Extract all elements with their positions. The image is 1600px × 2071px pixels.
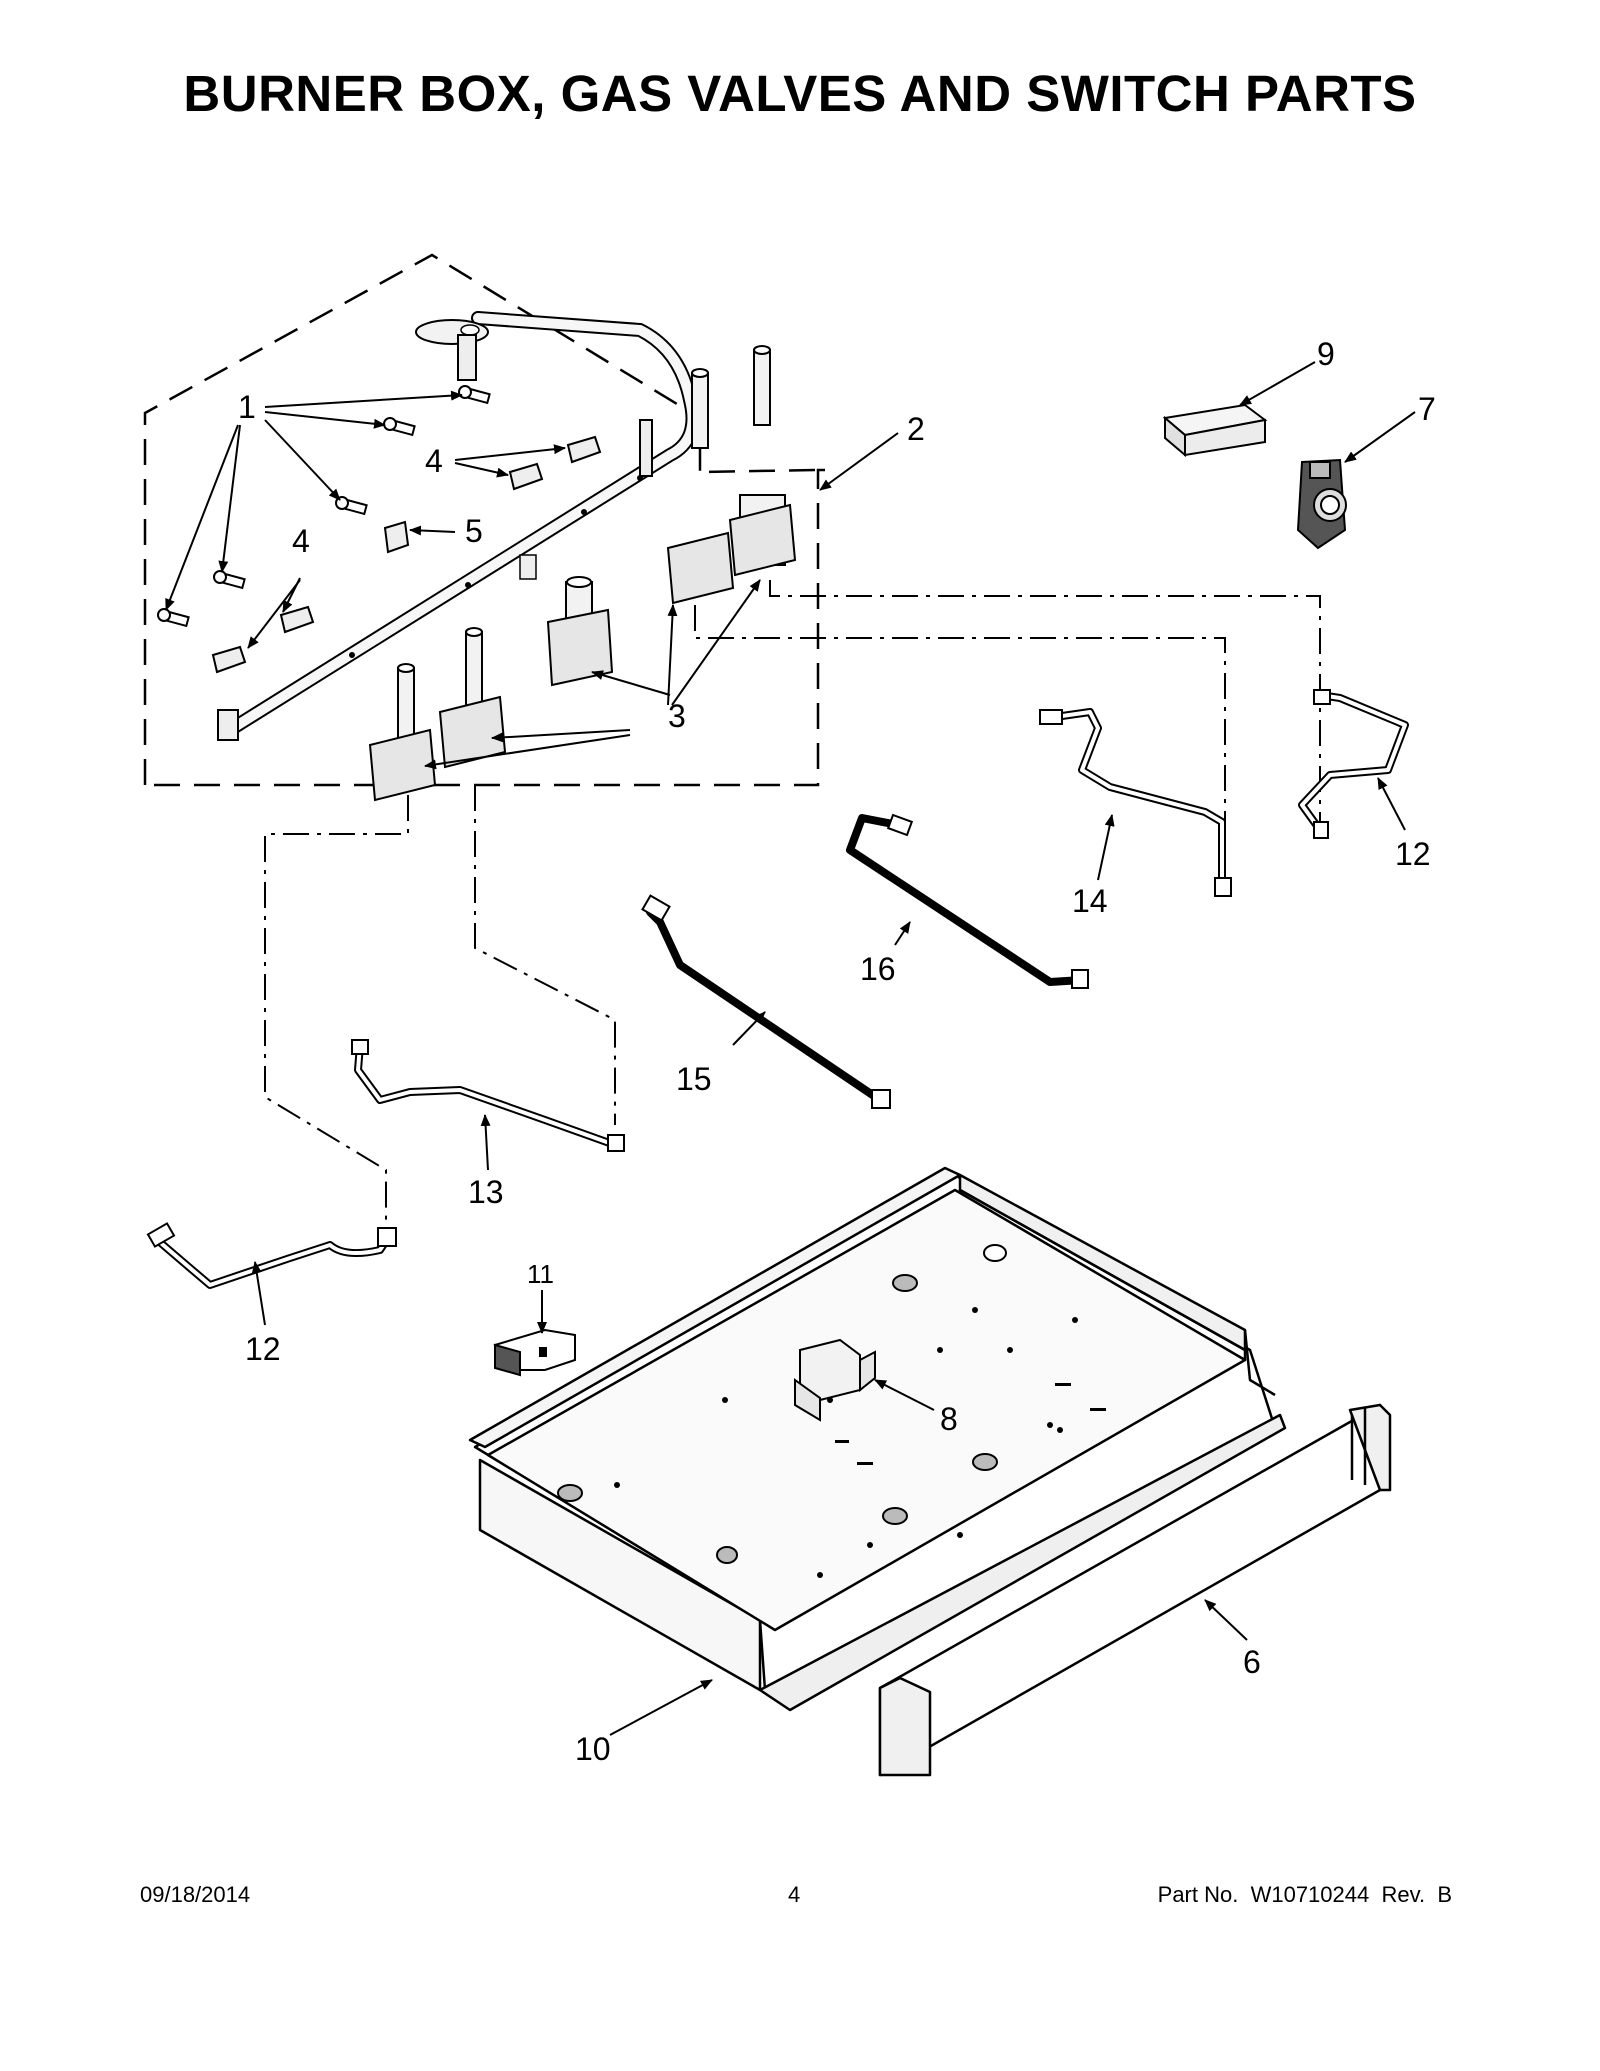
callout-5: 5 bbox=[465, 513, 483, 549]
callouts: 1 2 3 3 4 4 5 6 7 8 9 10 11 12 12 13 14 … bbox=[238, 336, 1436, 1767]
callout-7: 7 bbox=[1418, 391, 1436, 427]
switch bbox=[1296, 458, 1347, 550]
clip-icon bbox=[279, 605, 315, 634]
callout-11: 11 bbox=[527, 1259, 554, 1289]
tube-fittings bbox=[146, 689, 1331, 1248]
callout-12-left: 12 bbox=[245, 1331, 281, 1367]
burner-holes bbox=[557, 1244, 1007, 1564]
valve-icon bbox=[368, 663, 437, 802]
burner-box bbox=[468, 1166, 1287, 1712]
connection-lines bbox=[264, 580, 1321, 1235]
footer-part-number: Part No. W10710244 Rev. B bbox=[1158, 1882, 1452, 1908]
callout-1: 1 bbox=[238, 389, 256, 425]
callout-14: 14 bbox=[1072, 883, 1108, 919]
footer-page-number: 4 bbox=[788, 1882, 801, 1907]
manifold-tube bbox=[217, 311, 700, 741]
tube-14 bbox=[1044, 708, 1226, 892]
screw-icon bbox=[335, 496, 368, 516]
callout-12-right: 12 bbox=[1395, 836, 1431, 872]
valve-icon bbox=[728, 345, 797, 577]
gas-valves bbox=[368, 345, 797, 802]
callout-4-lower: 4 bbox=[292, 523, 310, 559]
rev-value: B bbox=[1437, 1882, 1452, 1907]
footer-date: 09/18/2014 bbox=[140, 1882, 251, 1907]
leader-lines bbox=[165, 361, 1416, 1736]
valve-icon bbox=[546, 576, 614, 687]
tube-16 bbox=[846, 814, 1086, 986]
bracket-8 bbox=[794, 1338, 876, 1422]
part-number: W10710244 bbox=[1250, 1882, 1370, 1907]
callout-10: 10 bbox=[575, 1731, 611, 1767]
clip-icon bbox=[211, 645, 247, 674]
callout-16: 16 bbox=[860, 951, 896, 987]
callout-9: 9 bbox=[1317, 336, 1335, 372]
valve-icon bbox=[666, 368, 735, 605]
screw-icon bbox=[458, 385, 491, 405]
callout-6: 6 bbox=[1243, 1644, 1261, 1680]
callout-4-upper: 4 bbox=[425, 443, 443, 479]
tube-12-left bbox=[151, 1231, 394, 1289]
callout-13: 13 bbox=[468, 1174, 504, 1210]
callout-3: 3 bbox=[668, 698, 686, 734]
gas-tubes bbox=[151, 691, 1409, 1289]
slots bbox=[614, 1307, 1106, 1578]
clip-icon bbox=[508, 462, 544, 491]
bracket-icon bbox=[383, 520, 410, 554]
clips bbox=[211, 435, 602, 674]
valve-icon bbox=[438, 627, 507, 769]
bracket-11 bbox=[493, 1328, 576, 1377]
spark-module bbox=[1162, 403, 1268, 458]
screw-icon bbox=[213, 570, 246, 590]
gas-tubes-inner bbox=[153, 693, 1407, 1287]
assembly-boundary bbox=[143, 253, 825, 787]
callout-8: 8 bbox=[940, 1401, 958, 1437]
callout-15: 15 bbox=[676, 1061, 712, 1097]
rev-label: Rev. bbox=[1381, 1882, 1426, 1907]
screw-icon bbox=[383, 417, 416, 437]
clip-icon bbox=[566, 435, 602, 464]
callout-2: 2 bbox=[907, 411, 925, 447]
side-panel-6 bbox=[878, 1403, 1392, 1777]
screw-icon bbox=[157, 608, 190, 628]
screws bbox=[157, 385, 491, 628]
page-title: BURNER BOX, GAS VALVES AND SWITCH PARTS bbox=[183, 65, 1417, 122]
part-label: Part No. bbox=[1157, 1882, 1239, 1907]
